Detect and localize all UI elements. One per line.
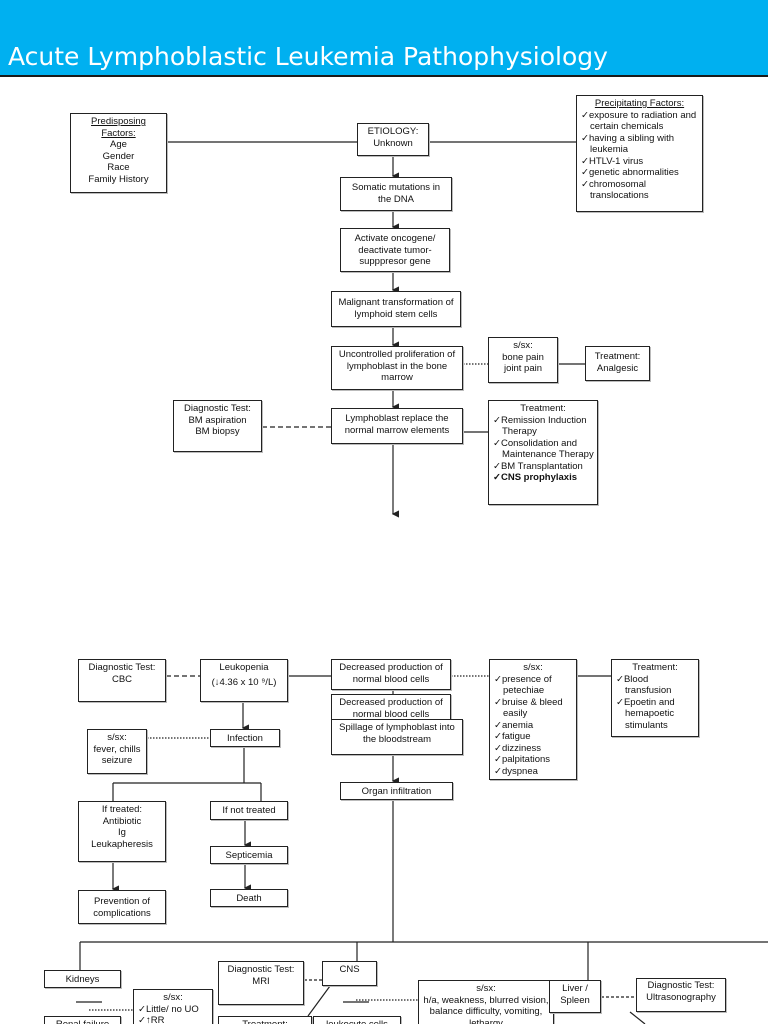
list-item: dyspnea xyxy=(493,766,573,778)
treatment-heading: Treatment: xyxy=(520,403,566,414)
diagnostic-label: Diagnostic Test: xyxy=(647,980,715,991)
diagnostic-label: Diagnostic Test: xyxy=(227,964,295,975)
list-item: palpitations xyxy=(493,754,573,766)
predisposing-factors-box: Predisposing Factors: Age Gender Race Fa… xyxy=(70,113,167,193)
factor-age: Age xyxy=(110,139,127,150)
ultrasonography-diagnostic-box: Diagnostic Test: Ultrasonography xyxy=(636,978,726,1012)
diagnostic-label: Diagnostic Test: xyxy=(88,662,156,673)
leukocyte-cells-box: leukocyte cells xyxy=(313,1016,401,1024)
if-treated-label: If treated: xyxy=(101,804,143,815)
list-item: BM Transplantation xyxy=(492,461,594,473)
list-item: bruise & bleed easily xyxy=(493,697,573,720)
organ-infiltration-box: Organ infiltration xyxy=(340,782,453,800)
bone-pain-sx-box: s/sx: bone pain joint pain xyxy=(488,337,558,383)
renal-failure-box: Renal failure xyxy=(44,1016,121,1024)
blood-treatment-box: Treatment: Blood transfusion Epoetin and… xyxy=(611,659,699,737)
cns-sx-box: s/sx: h/a, weakness, blurred vision, bal… xyxy=(418,980,554,1024)
list-item: Consolidation and Maintenance Therapy xyxy=(492,438,594,461)
liver-spleen-box: Liver / Spleen xyxy=(549,980,601,1013)
infection-box: Infection xyxy=(210,729,280,747)
list-item: fatigue xyxy=(493,731,573,743)
diagnostic-label: Diagnostic Test: xyxy=(184,403,251,414)
sx-label: s/sx: xyxy=(107,732,127,743)
list-item: CNS prophylaxis xyxy=(492,472,594,484)
lymphoblast-replace-box: Lymphoblast replace the normal marrow el… xyxy=(331,408,463,444)
somatic-mutations-box: Somatic mutations in the DNA xyxy=(340,177,452,211)
sx-fever-chills: fever, chills xyxy=(93,743,141,755)
factor-family-history: Family History xyxy=(88,173,149,185)
decreased-production-box: Decreased production of normal blood cel… xyxy=(331,659,451,690)
activate-oncogene-box: Activate oncogene/ deactivate tumor-supp… xyxy=(340,228,450,272)
precipitating-factors-box: Precipitating Factors: exposure to radia… xyxy=(576,95,703,212)
etiology-label: ETIOLOGY: xyxy=(367,126,419,137)
predisposing-heading: Predisposing Factors: xyxy=(91,116,146,139)
etiology-value: Unknown xyxy=(373,137,413,149)
sx-label: s/sx: xyxy=(163,992,183,1003)
mri-diagnostic-box: Diagnostic Test: MRI xyxy=(218,961,304,1005)
treatment-analgesic: Analgesic xyxy=(596,362,639,374)
sx-joint-pain: joint pain xyxy=(503,363,543,374)
cns-treatment-box: Treatment: xyxy=(218,1016,312,1024)
precipitating-heading: Precipitating Factors: xyxy=(594,98,685,109)
decreased-production-duplicate-box: Decreased production of normal blood cel… xyxy=(331,694,451,722)
list-item: chromosomal translocations xyxy=(580,179,699,202)
leukopenia-label: Leukopenia xyxy=(219,662,269,673)
sx-label: s/sx: xyxy=(513,340,533,351)
list-item: Blood transfusion xyxy=(615,674,695,697)
dx-bm-aspiration: BM aspiration xyxy=(188,414,247,426)
page-title: Acute Lymphoblastic Leukemia Pathophysio… xyxy=(8,42,608,71)
if-not-treated-box: If not treated xyxy=(210,801,288,820)
list-item: genetic abnormalities xyxy=(580,167,699,179)
sx-cns-list: h/a, weakness, blurred vision, balance d… xyxy=(423,994,549,1024)
dx-bm-biopsy: BM biopsy xyxy=(195,426,240,437)
factor-race: Race xyxy=(107,162,130,173)
list-item: exposure to radiation and certain chemic… xyxy=(580,110,699,133)
title-bar: Acute Lymphoblastic Leukemia Pathophysio… xyxy=(0,0,768,77)
prevention-box: Prevention of complications xyxy=(78,890,166,924)
list-item: HTLV-1 virus xyxy=(580,156,699,168)
sx-bone-pain: bone pain xyxy=(502,351,544,363)
list-item: Remission Induction Therapy xyxy=(492,415,594,438)
kidney-sx-box: s/sx: Little/ no UO ↑RR xyxy=(133,989,213,1024)
cns-box: CNS xyxy=(322,961,377,986)
list-item: presence of petechiae xyxy=(493,674,573,697)
analgesic-treatment-box: Treatment: Analgesic xyxy=(585,346,650,381)
spillage-box: Spillage of lymphoblast into the bloodst… xyxy=(331,719,463,755)
dx-cbc: CBC xyxy=(111,673,133,685)
leukopenia-value: (↓4.36 x 10 ⁹/L) xyxy=(211,676,277,688)
list-item: Little/ no UO xyxy=(137,1004,209,1016)
uncontrolled-proliferation-box: Uncontrolled proliferation of lymphoblas… xyxy=(331,346,463,390)
sx-seizure: seizure xyxy=(101,755,133,766)
list-item: ↑RR xyxy=(137,1015,209,1024)
dx-mri: MRI xyxy=(252,975,270,987)
infection-sx-box: s/sx: fever, chills seizure xyxy=(87,729,147,774)
blood-sx-box: s/sx: presence of petechiae bruise & ble… xyxy=(489,659,577,780)
leukopenia-box: Leukopenia (↓4.36 x 10 ⁹/L) xyxy=(200,659,288,702)
etiology-box: ETIOLOGY: Unknown xyxy=(357,123,429,156)
treatment-list-box: Treatment: Remission Induction Therapy C… xyxy=(488,400,598,505)
malignant-transformation-box: Malignant transformation of lymphoid ste… xyxy=(331,291,461,327)
treatment-heading: Treatment: xyxy=(632,662,678,673)
list-item: having a sibling with leukemia xyxy=(580,133,699,156)
cbc-diagnostic-box: Diagnostic Test: CBC xyxy=(78,659,166,702)
bm-diagnostic-box: Diagnostic Test: BM aspiration BM biopsy xyxy=(173,400,262,452)
tx-leukapheresis: Leukapheresis xyxy=(91,838,153,850)
list-item: anemia xyxy=(493,720,573,732)
factor-gender: Gender xyxy=(102,150,135,162)
dx-ultrasonography: Ultrasonography xyxy=(646,991,716,1003)
list-item: Epoetin and hemapoetic stimulants xyxy=(615,697,695,732)
list-item: dizziness xyxy=(493,743,573,755)
death-box: Death xyxy=(210,889,288,907)
treatment-label: Treatment: xyxy=(594,351,641,362)
sx-label: s/sx: xyxy=(523,662,543,673)
septicemia-box: Septicemia xyxy=(210,846,288,864)
kidneys-box: Kidneys xyxy=(44,970,121,988)
if-treated-box: If treated: Antibiotic Ig Leukapheresis xyxy=(78,801,166,862)
tx-ig: Ig xyxy=(118,827,126,838)
tx-antibiotic: Antibiotic xyxy=(102,815,142,827)
sx-label: s/sx: xyxy=(476,983,496,994)
